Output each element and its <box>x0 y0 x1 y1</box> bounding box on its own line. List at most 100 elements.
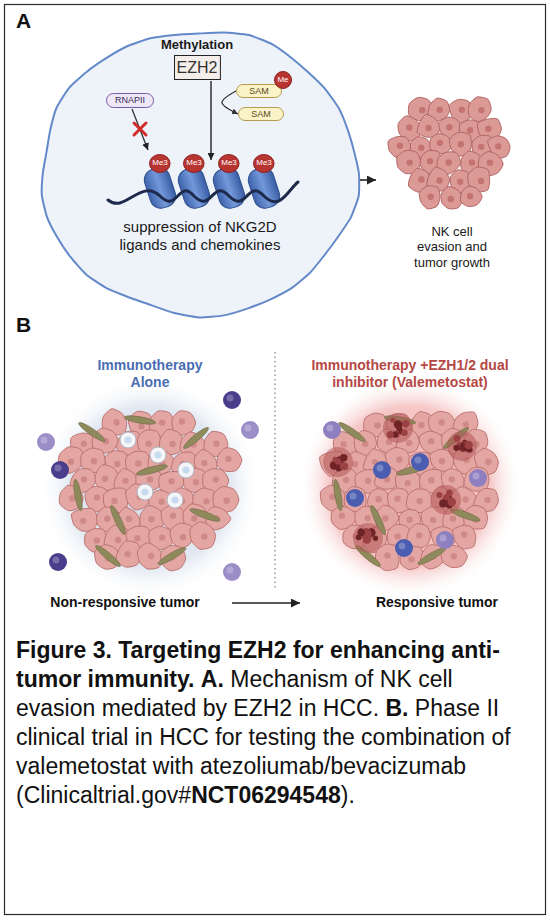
cell-nucleus <box>94 537 100 543</box>
outcome-text: NK cell evasion and tumor growth <box>410 224 494 271</box>
cofactor-pill-shape <box>237 85 282 98</box>
tumor-cell <box>71 508 97 531</box>
tumor-cluster <box>388 97 510 209</box>
cell-nucleus <box>394 496 400 502</box>
cell-nucleus <box>193 479 199 485</box>
dying-tumor-cells <box>353 523 383 553</box>
immune-cell <box>469 469 487 487</box>
inactive-immune-cell <box>120 432 136 448</box>
cell-nucleus <box>102 476 108 482</box>
methyl-mark: Me <box>274 71 292 89</box>
cell-nucleus <box>416 498 422 504</box>
process-label: Methylation <box>127 37 267 53</box>
cell-nucleus <box>148 553 154 559</box>
immune-cell <box>51 461 69 479</box>
inactive-immune-cell <box>178 462 194 478</box>
cell-nucleus <box>180 534 186 540</box>
cell-nucleus <box>459 107 465 113</box>
histone-mark-shape <box>184 154 205 172</box>
immune-cell <box>469 469 487 487</box>
dying-tumor-cells <box>464 441 473 450</box>
cell-nucleus <box>485 126 491 132</box>
tumor-glow <box>298 375 522 599</box>
inactive-immune-cell <box>150 447 166 463</box>
immune-cell <box>395 539 413 557</box>
cell-nucleus <box>169 441 175 447</box>
immune-cell <box>223 563 241 581</box>
fibroblast <box>72 479 84 512</box>
cell-nucleus <box>446 159 452 165</box>
cofactor-pill: SAM <box>238 107 284 121</box>
cell-nucleus <box>406 517 412 523</box>
fibroblast <box>94 543 123 568</box>
histone-mark-shape <box>219 154 240 172</box>
inactive-immune-cell <box>182 466 189 473</box>
cell-nucleus <box>419 107 425 113</box>
cell-nucleus <box>365 478 371 484</box>
methylation-arrow <box>210 81 211 160</box>
cell-nucleus <box>225 456 231 462</box>
tumor-cell <box>419 186 440 209</box>
cell-nucleus <box>201 533 207 539</box>
caption-run: B. <box>385 695 408 721</box>
fibroblast <box>332 479 344 512</box>
immune-cell <box>49 553 67 571</box>
cell-nucleus <box>201 460 207 466</box>
immune-cell <box>41 437 48 444</box>
cell-nucleus <box>124 551 130 557</box>
cell-nucleus <box>81 476 87 482</box>
cell-nucleus <box>114 461 120 467</box>
cell-nucleus <box>382 515 388 521</box>
cell-nucleus <box>223 498 229 504</box>
flow-arrow <box>360 179 376 181</box>
dying-tumor-cells <box>323 447 353 477</box>
cell-nucleus <box>428 477 434 483</box>
cell-nucleus <box>406 124 412 130</box>
node-label: Me3 <box>186 159 202 167</box>
dying-tumor-cells <box>323 447 353 477</box>
cell-nucleus <box>427 158 433 164</box>
immune-cell <box>223 391 241 409</box>
cell-nucleus <box>407 159 413 165</box>
fibroblast <box>136 463 169 477</box>
dna-strand <box>108 182 298 203</box>
cell-nucleus <box>343 477 349 483</box>
cell-nucleus <box>408 556 414 562</box>
cell-nucleus <box>485 459 491 465</box>
fibroblast <box>157 545 188 567</box>
figure-caption: Figure 3. Targeting EZH2 for enhancing a… <box>16 636 532 810</box>
cell-nucleus <box>69 495 75 501</box>
tumor-cell <box>468 97 491 122</box>
cell-nucleus <box>416 532 422 538</box>
dying-tumor-cells <box>383 413 413 443</box>
node-label: Me3 <box>221 159 237 167</box>
cell-nucleus <box>418 145 424 151</box>
cell-nucleus <box>436 177 442 183</box>
node-label: Me <box>277 76 288 84</box>
cell-nucleus <box>484 497 490 503</box>
cell-nucleus <box>147 476 153 482</box>
immune-cell <box>436 531 454 549</box>
immune-cell <box>373 461 391 479</box>
cell-nucleus <box>159 419 165 425</box>
immune-cells <box>37 391 259 581</box>
immune-cell <box>37 433 55 451</box>
immune-cell <box>51 461 69 479</box>
dying-tumor-cells <box>447 498 456 507</box>
inactive-immune-cell <box>167 492 183 508</box>
cell-nucleus <box>179 418 185 424</box>
immune-cell <box>415 457 422 464</box>
cell-nucleus <box>397 143 403 149</box>
cofactor-pill: SAM <box>236 84 282 98</box>
fibroblast <box>108 504 127 536</box>
node-label: RNAPII <box>115 96 145 105</box>
caption-run: ). <box>341 782 355 808</box>
dying-tumor-cells <box>436 492 442 498</box>
histone-mark: Me3 <box>253 154 275 173</box>
cell-nucleus <box>122 478 128 484</box>
immune-cell <box>473 473 480 480</box>
block-mark <box>134 123 146 135</box>
cell-nucleus <box>170 513 176 519</box>
inactive-immune-cell <box>171 496 178 503</box>
